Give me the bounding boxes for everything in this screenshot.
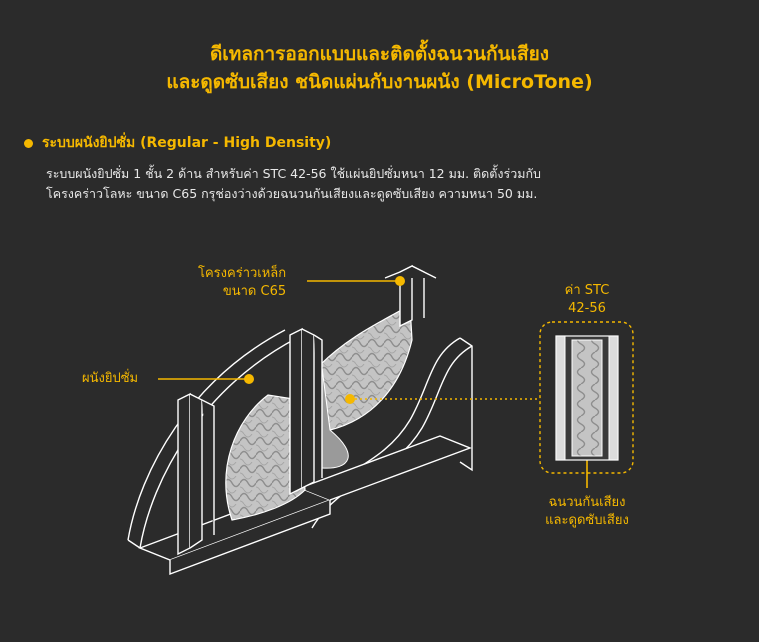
detail-gypsum-left [555, 335, 566, 461]
gypsum-label: ผนังยิปซั่ม [82, 371, 139, 386]
bullet-dot-icon [24, 138, 33, 148]
frame-label: โครงคร่าวเหล็ก ขนาด C65 [198, 266, 287, 299]
title-line-2: และดูดซับเสียง ชนิดแผ่นกับงานผนัง (Micro… [166, 71, 593, 93]
insulation-label: ฉนวนกันเสียง และดูดซับเสียง [545, 495, 629, 528]
insulation-point-icon [345, 394, 355, 404]
insulation-right-face [321, 367, 349, 469]
insulation-right [319, 303, 413, 431]
stc-detail-box [539, 321, 634, 474]
gypsum-point-icon [244, 374, 254, 384]
detail-insulation [571, 339, 603, 457]
stc-label: ค่า STC 42-56 [564, 283, 610, 316]
insulation-left [225, 394, 306, 521]
diagram-title: ดีเทลการออกแบบและติดตั้งฉนวนกันเสียง และ… [0, 40, 759, 96]
title-line-1: ดีเทลการออกแบบและติดตั้งฉนวนกันเสียง [209, 43, 550, 65]
stud-1 [177, 392, 191, 556]
detail-gypsum-right [608, 335, 619, 461]
section-heading: ระบบผนังยิปซั่ม (Regular - High Density) [24, 132, 331, 154]
frame-point-icon [395, 276, 405, 286]
stud-2 [289, 327, 303, 496]
description-line-1: ระบบผนังยิปซั่ม 1 ชั้น 2 ด้าน สำหรับค่า … [46, 166, 541, 181]
description-line-2: โครงคร่าวโลหะ ขนาด C65 กรุช่องว่างด้วยฉน… [46, 186, 538, 201]
description: ระบบผนังยิปซั่ม 1 ชั้น 2 ด้าน สำหรับค่า … [46, 164, 726, 204]
section-label: ระบบผนังยิปซั่ม (Regular - High Density) [42, 135, 332, 151]
